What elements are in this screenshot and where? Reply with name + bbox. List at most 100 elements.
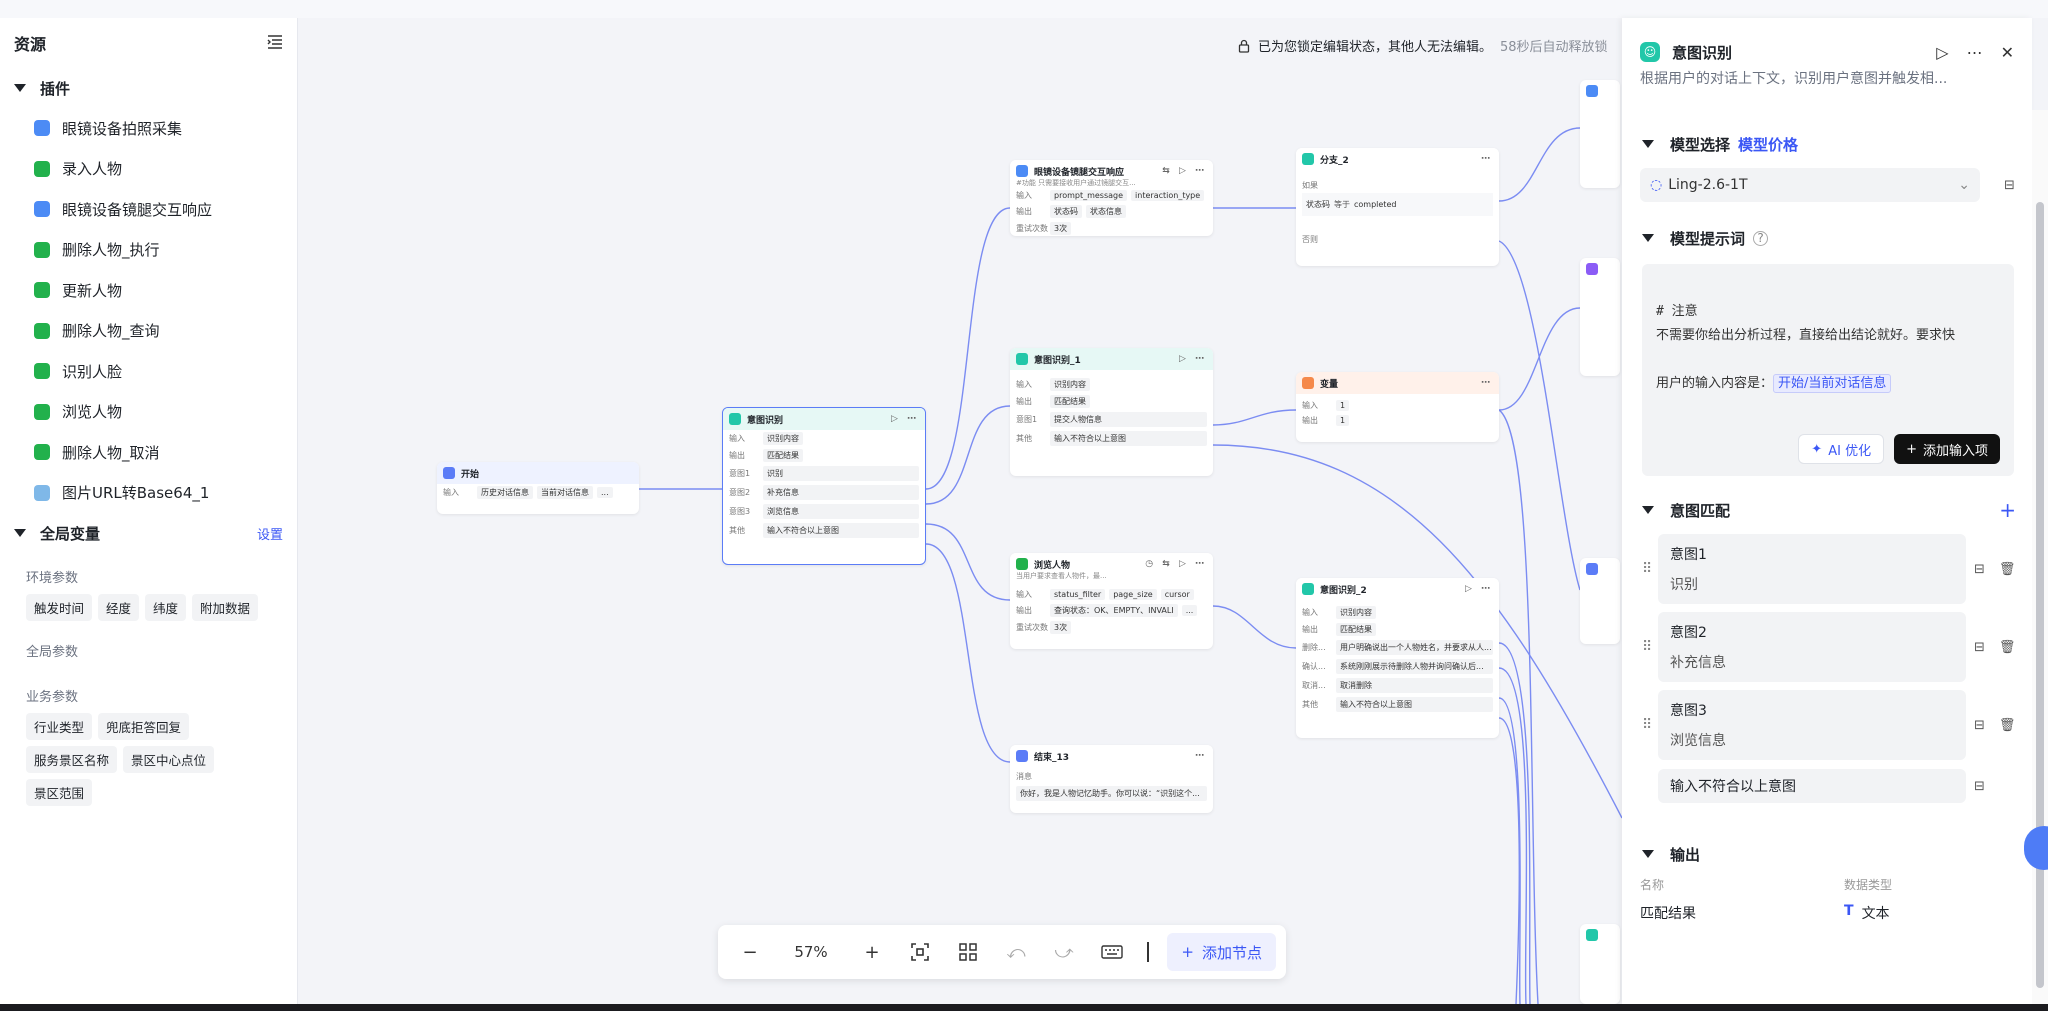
plugin-item[interactable]: 识别人脸	[0, 351, 297, 392]
env-param-tag[interactable]: 附加数据	[192, 594, 259, 621]
input-chip: 识别内容	[1336, 606, 1376, 619]
plugin-item[interactable]: 删除人物_执行	[0, 230, 297, 271]
node-partial-2[interactable]	[1580, 258, 1620, 376]
input-chip: 当前对话信息	[537, 486, 593, 499]
ai-optimize-button[interactable]: ✦AI 优化	[1798, 434, 1885, 464]
node-more-icon[interactable]: ⋯	[1481, 154, 1493, 164]
plugins-section-toggle[interactable]: 插件	[0, 68, 297, 108]
node-end-13[interactable]: 结束_13⋯ 消息 你好，我是人物记忆助手。你可以说：“识别这个...	[1010, 745, 1213, 813]
node-actions-icon[interactable]: ◷ ⇆ ▷ ⋯	[1145, 559, 1207, 569]
global-vars-section[interactable]: 全局变量 设置	[0, 513, 297, 553]
plugin-item[interactable]: 录入人物	[0, 149, 297, 190]
add-input-button[interactable]: +添加输入项	[1894, 434, 2000, 464]
env-param-tag[interactable]: 经度	[98, 594, 140, 621]
node-start[interactable]: 开始 输入历史对话信息当前对话信息...	[437, 462, 639, 514]
edit-icon[interactable]: ⊟	[1974, 561, 1985, 577]
scrollbar-thumb[interactable]	[2036, 202, 2044, 988]
text-type-icon: T	[1844, 903, 1854, 919]
panel-title: 意图识别	[1672, 43, 1733, 62]
node-actions-icon[interactable]: ⇆ ▷ ⋯	[1162, 166, 1207, 176]
taskbar-strip	[0, 1004, 2048, 1011]
model-select[interactable]: ◌ Ling-2.6-1T ⌄	[1640, 168, 1980, 202]
assistant-avatar-button[interactable]	[2024, 826, 2048, 870]
delete-icon[interactable]: 🗑	[1998, 561, 2016, 577]
env-param-tag[interactable]: 纬度	[145, 594, 187, 621]
plugin-item[interactable]: 浏览人物	[0, 392, 297, 433]
drag-handle-icon[interactable]: ⠿	[1642, 717, 1653, 733]
model-logo-icon: ◌	[1650, 177, 1663, 193]
node-actions-icon[interactable]: ▷ ⋯	[890, 414, 919, 424]
more-icon[interactable]: ⋯	[1966, 42, 1983, 62]
drag-handle-icon[interactable]: ⠿	[1642, 561, 1653, 577]
zoom-level[interactable]: 57%	[794, 943, 828, 961]
intent-other-label: 输入不符合以上意图	[1670, 779, 1796, 795]
env-param-tag[interactable]: 触发时间	[26, 594, 93, 621]
biz-param-tag[interactable]: 行业类型	[26, 713, 93, 740]
node-actions-icon[interactable]: ▷ ⋯	[1464, 584, 1493, 594]
output-section-toggle[interactable]: 输出	[1622, 834, 2032, 874]
field-label: 其他	[1016, 434, 1032, 443]
prompt-section-toggle[interactable]: 模型提示词 ?	[1622, 218, 2032, 258]
node-partial-1[interactable]	[1580, 80, 1620, 188]
delete-icon[interactable]: 🗑	[1998, 639, 2016, 655]
keyboard-icon[interactable]	[1090, 933, 1134, 971]
node-intent-2[interactable]: 意图识别_2▷ ⋯ 输入识别内容 输出匹配结果 删除...用户明确说出一个人物姓…	[1296, 578, 1499, 738]
edit-icon[interactable]: ⊟	[1974, 717, 1985, 733]
panel-scrollbar[interactable]	[2032, 110, 2048, 1004]
prompt-text: 用户的输入内容是：	[1656, 376, 1774, 391]
plugin-icon	[34, 201, 50, 218]
variable-ref-chip[interactable]: 开始/当前对话信息	[1773, 374, 1892, 393]
prompt-editor[interactable]: # 注意 不需要你给出分析过程，直接给出结论就好。要求快 用户的输入内容是：开始…	[1642, 264, 2014, 476]
biz-param-tag[interactable]: 景区中心点位	[123, 746, 215, 773]
node-more-icon[interactable]: ⋯	[1481, 378, 1493, 388]
help-icon[interactable]: ?	[1753, 230, 1769, 246]
plugin-item[interactable]: 更新人物	[0, 270, 297, 311]
plugin-item[interactable]: 删除人物_取消	[0, 432, 297, 473]
node-partial-3[interactable]	[1580, 558, 1620, 644]
zoom-in-button[interactable]: +	[864, 941, 880, 963]
edit-icon[interactable]: ⊟	[1974, 778, 1985, 794]
plugin-item[interactable]: 删除人物_查询	[0, 311, 297, 352]
workflow-canvas[interactable]: 已为您锁定编辑状态，其他人无法编辑。 58秒后自动释放锁 开始 输入历史对话信息…	[298, 18, 1622, 1004]
zoom-out-button[interactable]: −	[742, 941, 758, 963]
edit-icon[interactable]: ⊟	[1974, 639, 1985, 655]
model-price-link[interactable]: 模型价格	[1738, 135, 1799, 154]
delete-icon[interactable]: 🗑	[1998, 717, 2016, 733]
undo-icon[interactable]: ⤺	[1006, 941, 1026, 963]
plugin-item[interactable]: 眼镜设备镜腿交互响应	[0, 189, 297, 230]
field-label: 取消...	[1302, 681, 1326, 690]
collapse-sidebar-icon[interactable]	[267, 34, 283, 53]
fit-view-icon[interactable]	[898, 933, 942, 971]
biz-param-tag[interactable]: 兜底拒答回复	[98, 713, 190, 740]
model-settings-icon[interactable]: ⊟	[2004, 177, 2015, 193]
field-label: 输入	[1016, 590, 1032, 599]
close-icon[interactable]: ✕	[2000, 42, 2014, 62]
run-icon[interactable]: ▷	[1936, 42, 1949, 62]
plugin-item[interactable]: 眼镜设备拍照采集	[0, 108, 297, 149]
redo-icon[interactable]: ⤻	[1054, 941, 1074, 963]
intent-other-box[interactable]: 输入不符合以上意图	[1658, 769, 1966, 803]
add-node-button[interactable]: +添加节点	[1167, 933, 1276, 971]
model-section-toggle[interactable]: 模型选择 模型价格	[1622, 124, 2032, 164]
biz-param-tag[interactable]: 服务景区名称	[26, 746, 118, 773]
settings-link[interactable]: 设置	[256, 527, 283, 543]
field-label: 删除...	[1302, 643, 1326, 652]
auto-layout-icon[interactable]	[946, 933, 990, 971]
add-intent-icon[interactable]: +	[1999, 498, 2016, 522]
biz-param-tag[interactable]: 景区范围	[26, 779, 93, 806]
node-partial-4[interactable]	[1580, 924, 1620, 1004]
node-actions-icon[interactable]: ▷ ⋯	[1178, 354, 1207, 364]
intent-match-section-toggle[interactable]: 意图匹配 +	[1622, 490, 2032, 530]
plugin-item[interactable]: 图片URL转Base64_1	[0, 473, 297, 514]
node-more-icon[interactable]: ⋯	[1195, 751, 1207, 761]
drag-handle-icon[interactable]: ⠿	[1642, 639, 1653, 655]
